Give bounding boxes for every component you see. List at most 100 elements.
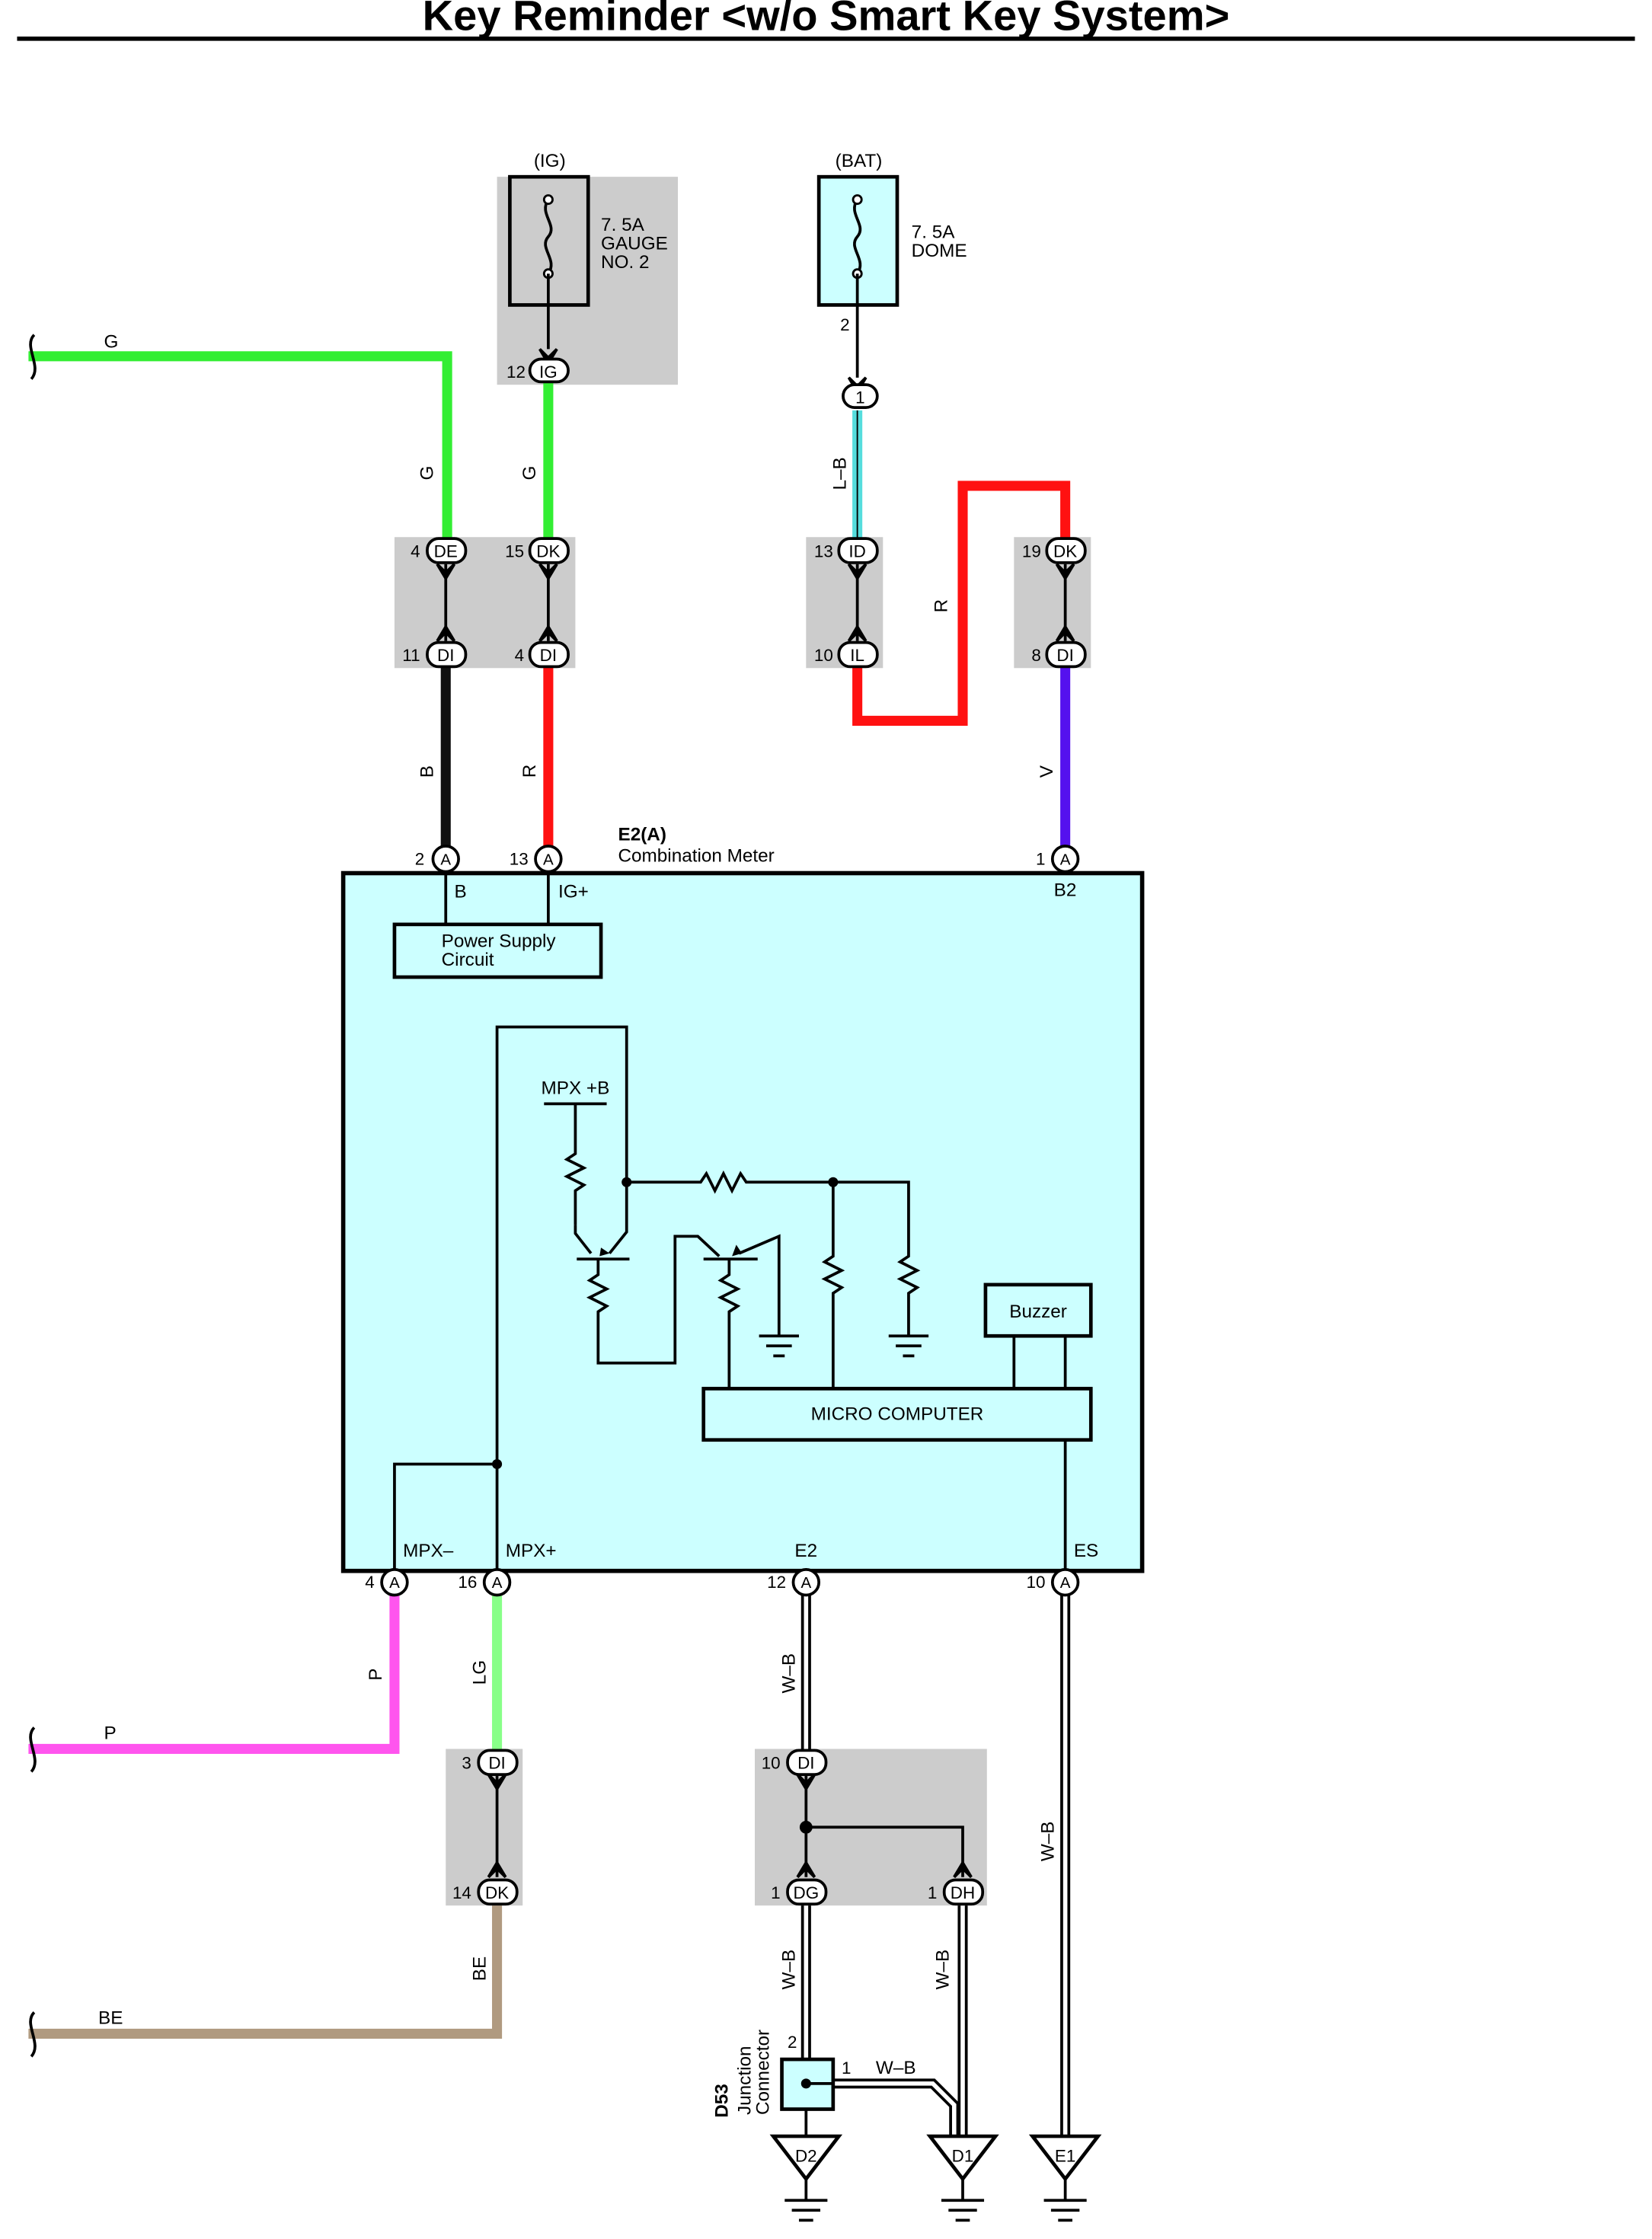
combination-meter: E2(A) Combination Meter A 2 A 13 A 1 B I… bbox=[340, 825, 1145, 1597]
svg-text:11: 11 bbox=[402, 646, 420, 665]
svg-text:A: A bbox=[389, 1574, 400, 1592]
svg-text:8: 8 bbox=[1031, 646, 1040, 665]
meter-ref: E2(A) bbox=[618, 825, 666, 845]
wire-g-left bbox=[28, 351, 452, 539]
svg-text:1: 1 bbox=[1036, 849, 1045, 868]
wire-label-wb-es: W–B bbox=[1038, 1822, 1059, 1862]
wire-p bbox=[28, 1595, 400, 1755]
svg-text:A: A bbox=[800, 1574, 811, 1592]
fuse-ig-name: GAUGE bbox=[601, 234, 668, 254]
svg-text:Power Supply: Power Supply bbox=[442, 931, 557, 952]
svg-text:DI: DI bbox=[1056, 646, 1073, 665]
svg-text:MICRO COMPUTER: MICRO COMPUTER bbox=[811, 1404, 984, 1425]
meter-name: Combination Meter bbox=[618, 846, 775, 867]
svg-text:ID: ID bbox=[848, 541, 865, 561]
wire-wb-j bbox=[831, 2078, 960, 2137]
svg-text:13: 13 bbox=[510, 849, 529, 868]
wire-r-loop bbox=[852, 481, 1071, 726]
svg-text:IL: IL bbox=[850, 646, 864, 665]
svg-text:15: 15 bbox=[505, 541, 524, 561]
fuse-ig-rating: 7. 5A bbox=[601, 215, 645, 235]
svg-text:A: A bbox=[1060, 1574, 1071, 1592]
wire-label-v: V bbox=[1037, 765, 1057, 778]
wire-label-lg: LG bbox=[470, 1660, 490, 1685]
svg-text:12: 12 bbox=[506, 363, 526, 382]
svg-text:1: 1 bbox=[771, 1883, 780, 1902]
fuse-gauge-no2: (IG) 7. 5A GAUGE NO. 2 bbox=[508, 151, 668, 350]
svg-text:Circuit: Circuit bbox=[442, 950, 494, 970]
svg-text:DI: DI bbox=[437, 646, 454, 665]
svg-text:D2: D2 bbox=[795, 2147, 817, 2166]
term-b: B bbox=[454, 881, 466, 902]
ground-d1: D1 bbox=[926, 2134, 999, 2222]
svg-text:E1: E1 bbox=[1055, 2147, 1075, 2166]
svg-text:10: 10 bbox=[1027, 1573, 1046, 1592]
wire-label-r-loop: R bbox=[931, 599, 951, 613]
svg-text:2: 2 bbox=[415, 849, 424, 868]
wire-break-marks bbox=[29, 334, 37, 2058]
svg-text:10: 10 bbox=[762, 1754, 781, 1773]
wire-label-wb-dh: W–B bbox=[932, 1950, 953, 1990]
wire-label-g-dk: G bbox=[519, 466, 540, 481]
wire-label-b: B bbox=[417, 765, 437, 778]
wire-label-p-left: P bbox=[104, 1723, 116, 1743]
svg-text:DK: DK bbox=[536, 541, 560, 561]
wire-label-g-de: G bbox=[417, 466, 437, 481]
fuse-bat-supply: (BAT) bbox=[836, 151, 883, 171]
svg-text:DH: DH bbox=[951, 1883, 975, 1902]
svg-text:3: 3 bbox=[462, 1754, 471, 1773]
fuse-bat-pin: 2 bbox=[840, 315, 849, 334]
wire-be bbox=[28, 1905, 503, 2039]
term-e2: E2 bbox=[794, 1541, 817, 1561]
wires bbox=[28, 351, 1071, 2137]
svg-text:1: 1 bbox=[928, 1883, 937, 1902]
svg-text:D1: D1 bbox=[952, 2147, 974, 2166]
svg-text:1: 1 bbox=[842, 2059, 851, 2078]
svg-text:DK: DK bbox=[485, 1883, 509, 1902]
svg-text:14: 14 bbox=[452, 1883, 471, 1902]
fuse-bat-name: DOME bbox=[912, 241, 967, 261]
fuse-ig-name2: NO. 2 bbox=[601, 252, 649, 273]
svg-text:A: A bbox=[440, 851, 451, 868]
ground-d2: D2 bbox=[769, 2134, 843, 2222]
wire-label-wb-e2: W–B bbox=[778, 1653, 799, 1694]
junction-name1: Junction bbox=[734, 2046, 755, 2116]
svg-text:DG: DG bbox=[794, 1883, 820, 1902]
fuse-bat-rating: 7. 5A bbox=[912, 222, 956, 243]
wire-label-p-down: P bbox=[366, 1668, 386, 1680]
svg-text:IG: IG bbox=[539, 363, 558, 382]
svg-text:Buzzer: Buzzer bbox=[1009, 1302, 1067, 1322]
svg-text:DI: DI bbox=[797, 1754, 814, 1773]
svg-text:1: 1 bbox=[855, 388, 864, 407]
svg-text:10: 10 bbox=[814, 646, 833, 665]
wire-label-g-top: G bbox=[104, 332, 118, 353]
buzzer bbox=[983, 1282, 1093, 1338]
svg-text:12: 12 bbox=[767, 1573, 786, 1592]
term-es: ES bbox=[1074, 1541, 1098, 1561]
power-supply-circuit bbox=[392, 922, 603, 979]
svg-text:DI: DI bbox=[540, 646, 557, 665]
svg-text:4: 4 bbox=[411, 541, 420, 561]
svg-text:A: A bbox=[1060, 851, 1071, 868]
svg-text:A: A bbox=[492, 1574, 503, 1592]
fuse-ig-supply: (IG) bbox=[534, 151, 566, 171]
ground-e1: E1 bbox=[1028, 2134, 1102, 2222]
mpx-b-label: MPX +B bbox=[542, 1078, 610, 1098]
svg-text:19: 19 bbox=[1022, 541, 1041, 561]
internal-circuit: MPX +B bbox=[393, 1025, 1067, 1571]
wire-labels: G G G L–B R B R V P P LG BE BE W–B W–B W… bbox=[98, 332, 1059, 2078]
term-ig: IG+ bbox=[558, 881, 589, 902]
diagram-title: Key Reminder <w/o Smart Key System> bbox=[423, 0, 1230, 40]
wire-label-be-down: BE bbox=[470, 1956, 490, 1981]
micro-computer bbox=[701, 1387, 1093, 1442]
junction-ref: D53 bbox=[711, 2084, 732, 2118]
svg-text:4: 4 bbox=[515, 646, 524, 665]
svg-text:2: 2 bbox=[788, 2033, 797, 2052]
wire-label-lb: L–B bbox=[830, 457, 851, 490]
svg-text:DI: DI bbox=[488, 1754, 505, 1773]
wire-label-be-left: BE bbox=[98, 2007, 123, 2028]
svg-text:A: A bbox=[543, 851, 554, 868]
term-mpx-minus: MPX– bbox=[403, 1541, 454, 1561]
connector-ovals: IG 12 1 DE 4 DK 15 DI 11 DI 4 ID 13 IL 1… bbox=[402, 357, 1087, 1906]
